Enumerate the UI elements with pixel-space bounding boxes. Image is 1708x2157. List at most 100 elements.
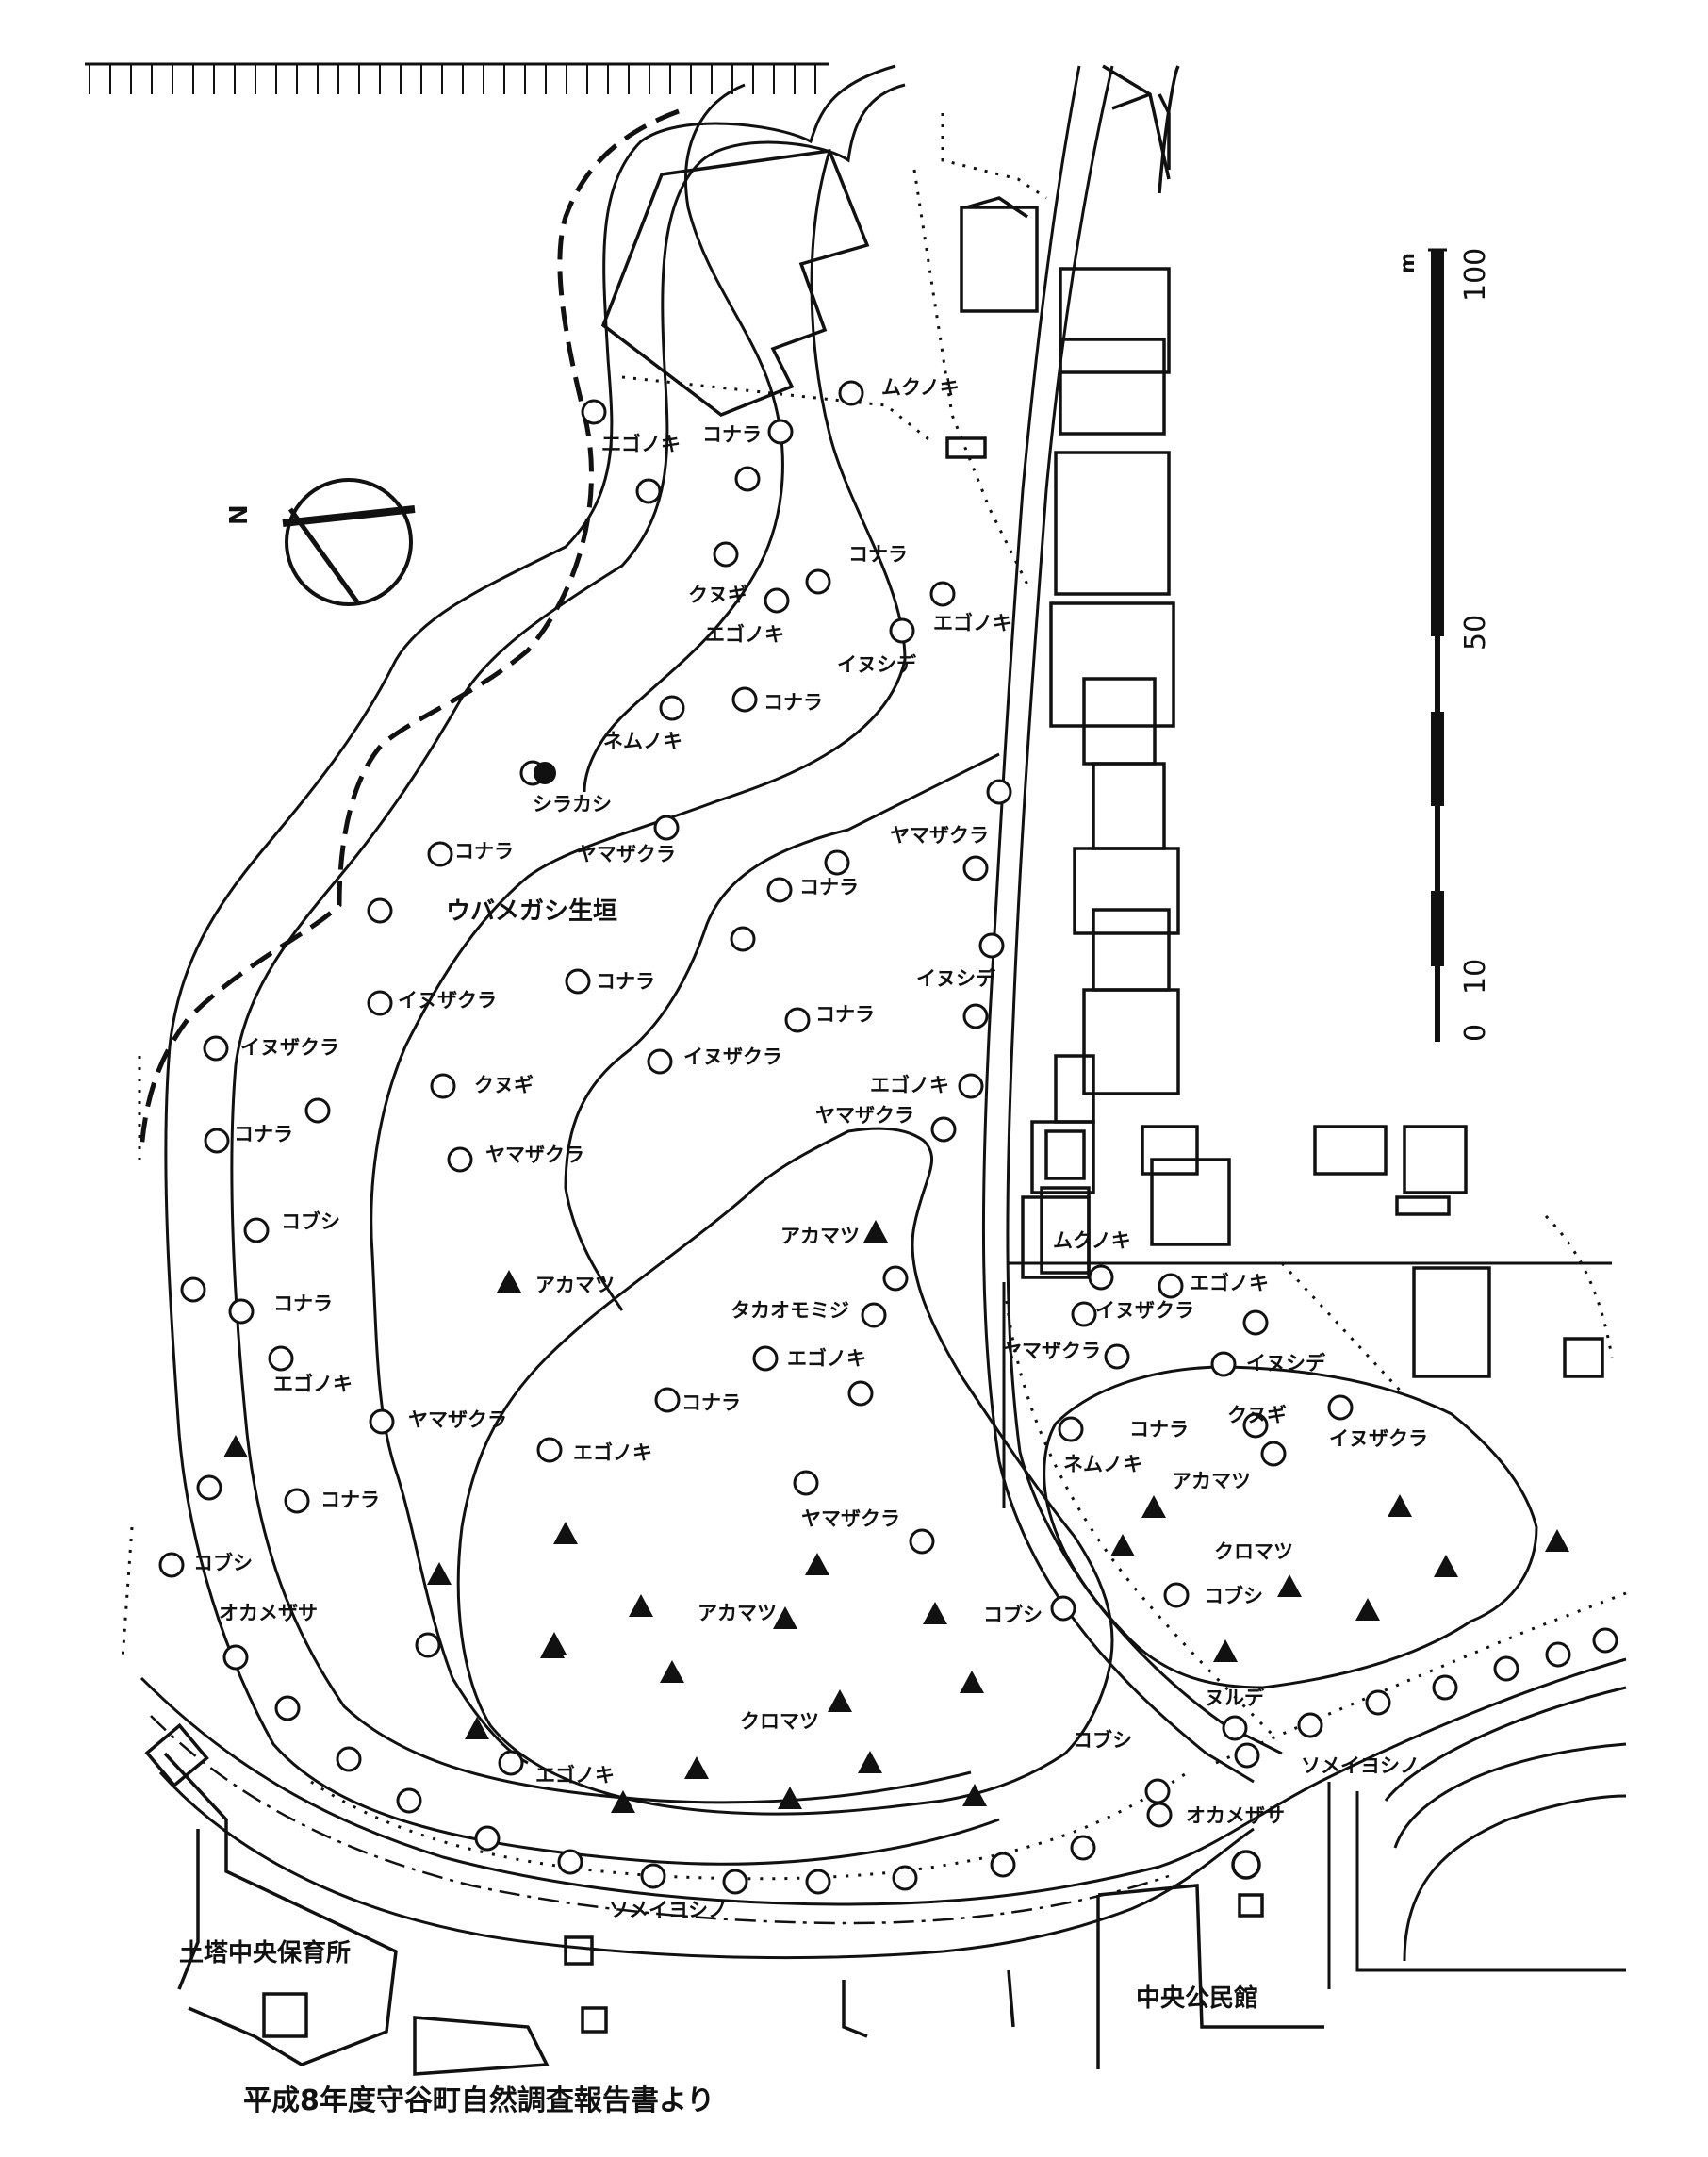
pine-tree-icon bbox=[660, 1660, 684, 1683]
label-konara: コナラ bbox=[596, 970, 655, 993]
pine-tree-icon bbox=[629, 1594, 653, 1617]
deciduous-tree-icon bbox=[986, 779, 1012, 805]
label-konara: コナラ bbox=[799, 876, 859, 898]
deciduous-tree-icon bbox=[793, 1470, 819, 1496]
deciduous-tree-icon bbox=[369, 1408, 395, 1435]
deciduous-tree-icon bbox=[203, 1035, 229, 1062]
northwest-hatch-line bbox=[1005, 1300, 1274, 1737]
deciduous-tree-icon bbox=[498, 1750, 524, 1776]
label-konara: コナラ bbox=[702, 423, 762, 446]
tree-symbols bbox=[158, 380, 1354, 1776]
label-egonoki: エゴノキ bbox=[1190, 1272, 1269, 1294]
deciduous-tree-icon bbox=[228, 1298, 255, 1325]
pine-tree-icon bbox=[465, 1717, 489, 1739]
pine-tree-icon bbox=[1434, 1555, 1458, 1577]
deciduous-tree-icon bbox=[1242, 1412, 1269, 1439]
roadside-tree-icon bbox=[336, 1746, 362, 1772]
label-kobushi: コブシ bbox=[281, 1210, 340, 1233]
deciduous-tree-icon bbox=[1050, 1595, 1076, 1622]
label-inuzakura: イヌザクラ bbox=[240, 1036, 339, 1059]
east-dotted-boundary bbox=[1280, 1214, 1614, 1397]
pine-tree-icon bbox=[497, 1270, 521, 1293]
label-community-hall: 中央公民館 bbox=[1136, 1984, 1258, 2013]
deciduous-tree-icon bbox=[824, 849, 850, 876]
deciduous-tree-icon bbox=[647, 1048, 673, 1075]
deciduous-tree-icon bbox=[752, 1345, 779, 1372]
label-egonoki: エゴノキ bbox=[870, 1074, 949, 1096]
dotted-west-edge bbox=[121, 1056, 141, 1660]
deciduous-tree-icon bbox=[243, 1217, 270, 1243]
deciduous-tree-icon bbox=[1088, 1264, 1114, 1291]
deciduous-tree-icon bbox=[784, 1007, 811, 1033]
south-road-dashed bbox=[150, 1715, 1170, 1925]
deciduous-tree-icon bbox=[861, 1302, 887, 1328]
deciduous-tree-icon bbox=[196, 1474, 222, 1501]
label-egonoki: エゴノキ bbox=[933, 612, 1012, 634]
label-inushide: イヌシデ bbox=[1246, 1352, 1326, 1375]
source-caption: 平成8年度守谷町自然調査報告書より bbox=[243, 2084, 714, 2117]
north-letter: N bbox=[225, 504, 254, 525]
deciduous-tree-icon bbox=[764, 587, 790, 614]
deciduous-tree-icon bbox=[447, 1146, 473, 1173]
label-yamazakura: ヤマザクラ bbox=[485, 1144, 584, 1166]
roadside-tree-icon bbox=[805, 1869, 831, 1895]
deciduous-tree-icon bbox=[367, 897, 393, 924]
scale-tick-10: 10 bbox=[1459, 959, 1492, 995]
label-egonoki: エゴノキ bbox=[601, 433, 681, 455]
label-egonoki: エゴノキ bbox=[273, 1373, 353, 1395]
park-outer-boundary bbox=[139, 108, 680, 1151]
species-labels: ムクノキ エゴノキ コナラ コナラ クヌギ エゴノキ エゴノキ イヌシデ コナラ… bbox=[179, 376, 1428, 2013]
label-yamazakura: ヤマザクラ bbox=[801, 1507, 900, 1530]
plaza-inner-outline bbox=[1403, 1794, 1627, 1962]
deciduous-tree-icon bbox=[882, 1265, 909, 1292]
dotted-area-northeast bbox=[912, 113, 1047, 585]
east-buildings bbox=[960, 64, 1604, 1378]
deciduous-tree-icon bbox=[222, 1644, 249, 1671]
deciduous-tree-icon bbox=[430, 1073, 456, 1099]
pine-tree-icon bbox=[1213, 1639, 1238, 1662]
label-konara: コナラ bbox=[682, 1391, 741, 1414]
roadside-tree-icon bbox=[1432, 1674, 1458, 1701]
label-egonoki: エゴノキ bbox=[573, 1441, 652, 1464]
deciduous-tree-icon bbox=[581, 399, 607, 425]
deciduous-tree-icon bbox=[653, 815, 680, 841]
deciduous-tree-icon bbox=[204, 1128, 230, 1154]
deciduous-tree-icon bbox=[268, 1345, 294, 1372]
label-konara: コナラ bbox=[1129, 1418, 1189, 1441]
scale-tick-100: 100 bbox=[1459, 248, 1492, 302]
label-inushide: イヌシデ bbox=[837, 653, 917, 676]
roadside-tree-icon bbox=[274, 1695, 301, 1721]
label-okamezasa: オカメザサ bbox=[1186, 1804, 1285, 1827]
pine-tree-icon bbox=[427, 1562, 452, 1585]
label-yamazakura: ヤマザクラ bbox=[408, 1408, 507, 1431]
pine-tree-icon bbox=[1388, 1494, 1412, 1517]
label-hedge: ウバメガシ生垣 bbox=[446, 897, 617, 926]
woodland-boundary-north bbox=[583, 83, 784, 793]
deciduous-tree-icon bbox=[730, 926, 756, 952]
label-akamatsu: アカマツ bbox=[780, 1225, 860, 1247]
roadside-tree-icon bbox=[1144, 1778, 1171, 1804]
roadside-tree-icon bbox=[557, 1849, 583, 1875]
pine-tree-icon bbox=[1545, 1529, 1569, 1552]
deciduous-tree-icon bbox=[654, 1387, 681, 1413]
label-someiyoshino: ソメイヨシノ bbox=[1301, 1754, 1420, 1777]
deciduous-tree-icon bbox=[734, 466, 761, 492]
label-mukunoki: ムクノキ bbox=[1053, 1229, 1131, 1252]
southeast-plaza bbox=[1327, 1686, 1627, 1989]
deciduous-tree-icon bbox=[962, 1003, 989, 1029]
deciduous-tree-icon bbox=[1158, 1273, 1184, 1299]
roadside-tree-icon bbox=[1493, 1655, 1519, 1682]
deciduous-tree-icon bbox=[1222, 1715, 1248, 1741]
deciduous-tree-icon bbox=[659, 695, 685, 721]
label-inuzakura: イヌザクラ bbox=[683, 1046, 782, 1068]
label-someiyoshino: ソメイヨシノ bbox=[609, 1899, 728, 1921]
pine-tree-icon bbox=[553, 1522, 578, 1544]
east-park-outline bbox=[1002, 1261, 1612, 1508]
label-nurude: ヌルデ bbox=[1205, 1687, 1265, 1709]
deciduous-tree-icon bbox=[767, 419, 794, 445]
label-egonoki: エゴノキ bbox=[535, 1764, 615, 1787]
roadside-tree-icon bbox=[1070, 1835, 1096, 1861]
roadside-tree-icon bbox=[1365, 1689, 1391, 1716]
pine-tree-icon bbox=[1277, 1574, 1302, 1597]
